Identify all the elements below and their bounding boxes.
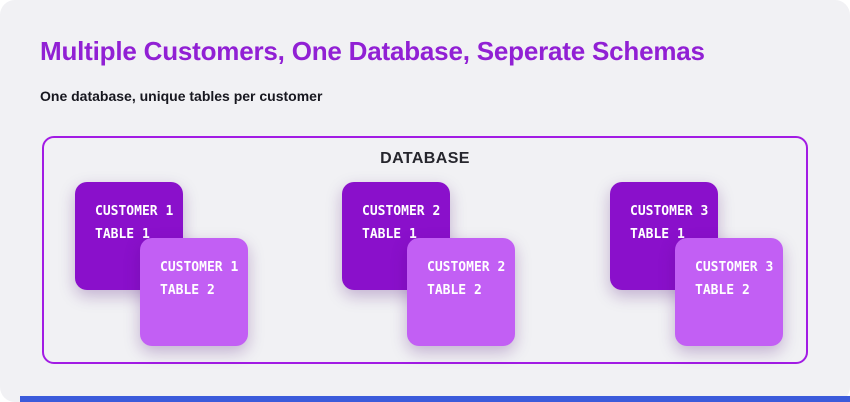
card-line1: CUSTOMER 3 bbox=[695, 260, 774, 275]
card-customer1-table2: CUSTOMER 1 TABLE 2 bbox=[140, 238, 248, 346]
card-line1: CUSTOMER 1 bbox=[95, 204, 174, 219]
video-progress-bar[interactable] bbox=[20, 396, 850, 402]
slide-title: Multiple Customers, One Database, Sepera… bbox=[40, 36, 705, 66]
database-label: DATABASE bbox=[380, 150, 470, 167]
card-line2: TABLE 1 bbox=[362, 227, 417, 242]
card-customer1-table1: CUSTOMER 1 TABLE 1 bbox=[75, 182, 183, 290]
card-line1: CUSTOMER 2 bbox=[427, 260, 506, 275]
card-line1: CUSTOMER 2 bbox=[362, 204, 441, 219]
card-line2: TABLE 2 bbox=[427, 283, 482, 298]
slide-subtitle: One database, unique tables per customer bbox=[40, 88, 323, 104]
card-customer3-table2: CUSTOMER 3 TABLE 2 bbox=[675, 238, 783, 346]
card-line2: TABLE 2 bbox=[695, 283, 750, 298]
card-customer2-table2: CUSTOMER 2 TABLE 2 bbox=[407, 238, 515, 346]
card-line2: TABLE 1 bbox=[95, 227, 150, 242]
card-line1: CUSTOMER 3 bbox=[630, 204, 709, 219]
database-box: DATABASE CUSTOMER 1 TABLE 1 CUSTOMER 1 T… bbox=[42, 136, 808, 364]
card-line2: TABLE 2 bbox=[160, 283, 215, 298]
card-line2: TABLE 1 bbox=[630, 227, 685, 242]
card-line1: CUSTOMER 1 bbox=[160, 260, 239, 275]
